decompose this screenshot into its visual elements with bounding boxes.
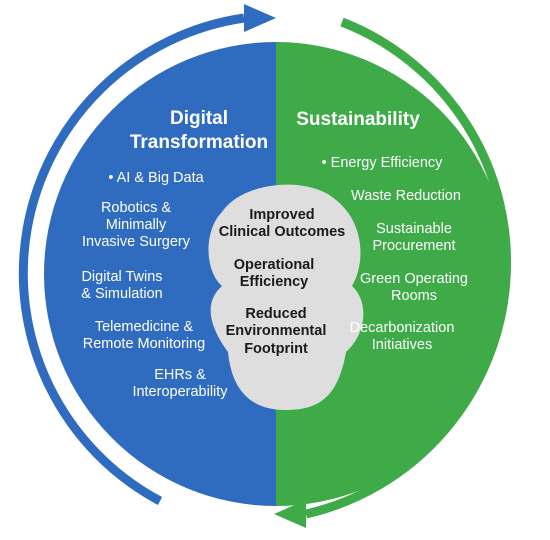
- outcome-clinical: Improved Clinical Outcomes: [192, 207, 372, 242]
- sustainability-item-line: • Energy Efficiency: [321, 155, 443, 171]
- sustainability-item-waste: Waste Reduction: [306, 188, 506, 205]
- digital-heading-line: Digital: [169, 108, 229, 129]
- sustainability-item-line: Waste Reduction: [351, 188, 461, 204]
- digital-item-line: Minimally: [105, 216, 167, 233]
- sustainability-item-green-or: Green Operating Rooms: [314, 271, 514, 305]
- outcome-line: Environmental: [225, 323, 327, 340]
- digital-half: [44, 42, 276, 506]
- sustainability-item-line: Initiatives: [371, 336, 433, 353]
- digital-item-line: & Simulation: [81, 285, 163, 302]
- sustainability-item-line: Decarbonization: [349, 320, 455, 336]
- sustainability-item-energy: • Energy Efficiency: [282, 155, 482, 172]
- digital-heading-line: Transformation: [129, 131, 269, 153]
- sustainability-item-line: Sustainable: [376, 221, 452, 237]
- outcome-line: Operational: [233, 257, 315, 273]
- sustainability-item-line: Procurement: [372, 237, 456, 254]
- outcome-operational: Operational Efficiency: [184, 257, 364, 292]
- outcome-line: Reduced: [245, 306, 307, 322]
- digital-item-line: Digital Twins: [81, 269, 163, 285]
- top-arrow-head: [244, 4, 276, 32]
- sustainability-item-line: Rooms: [391, 287, 437, 304]
- digital-item-ehrs: EHRs & Interoperability: [80, 367, 280, 401]
- digital-item-ai-big-data: • AI & Big Data: [56, 170, 256, 187]
- bottom-arrow-head: [274, 500, 306, 528]
- digital-item-line: Robotics &: [100, 200, 172, 216]
- sustainability-heading-line: Sustainability: [296, 109, 420, 130]
- outcome-line: Improved: [249, 207, 315, 223]
- center-blob: [208, 184, 364, 410]
- sustainability-item-line: Green Operating: [359, 271, 468, 287]
- sustainability-item-procurement: Sustainable Procurement: [314, 221, 514, 255]
- outcome-line: Footprint: [244, 340, 308, 357]
- digital-item-line: Telemedicine &: [94, 319, 194, 335]
- top-arrow-arc: [18, 13, 245, 505]
- digital-item-line: Interoperability: [132, 383, 228, 400]
- digital-item-line: Invasive Surgery: [82, 233, 190, 250]
- outcome-line: Efficiency: [239, 274, 309, 291]
- outcome-line: Clinical Outcomes: [218, 224, 346, 241]
- digital-item-line: Remote Monitoring: [82, 335, 206, 352]
- outcome-environmental: Reduced Environmental Footprint: [186, 306, 366, 358]
- sustainability-half: [276, 42, 508, 506]
- digital-item-digital-twins: Digital Twins & Simulation: [22, 269, 222, 303]
- digital-item-line: • AI & Big Data: [108, 170, 204, 186]
- sustainability-item-decarbonization: Decarbonization Initiatives: [302, 320, 502, 354]
- bottom-arrow-arc: [304, 17, 511, 519]
- digital-item-robotics: Robotics & Minimally Invasive Surgery: [36, 200, 236, 251]
- digital-item-telemedicine: Telemedicine & Remote Monitoring: [44, 319, 244, 353]
- sustainability-heading: Sustainability: [258, 108, 458, 132]
- digital-item-line: EHRs &: [154, 367, 206, 383]
- digital-heading: Digital Transformation: [96, 107, 302, 155]
